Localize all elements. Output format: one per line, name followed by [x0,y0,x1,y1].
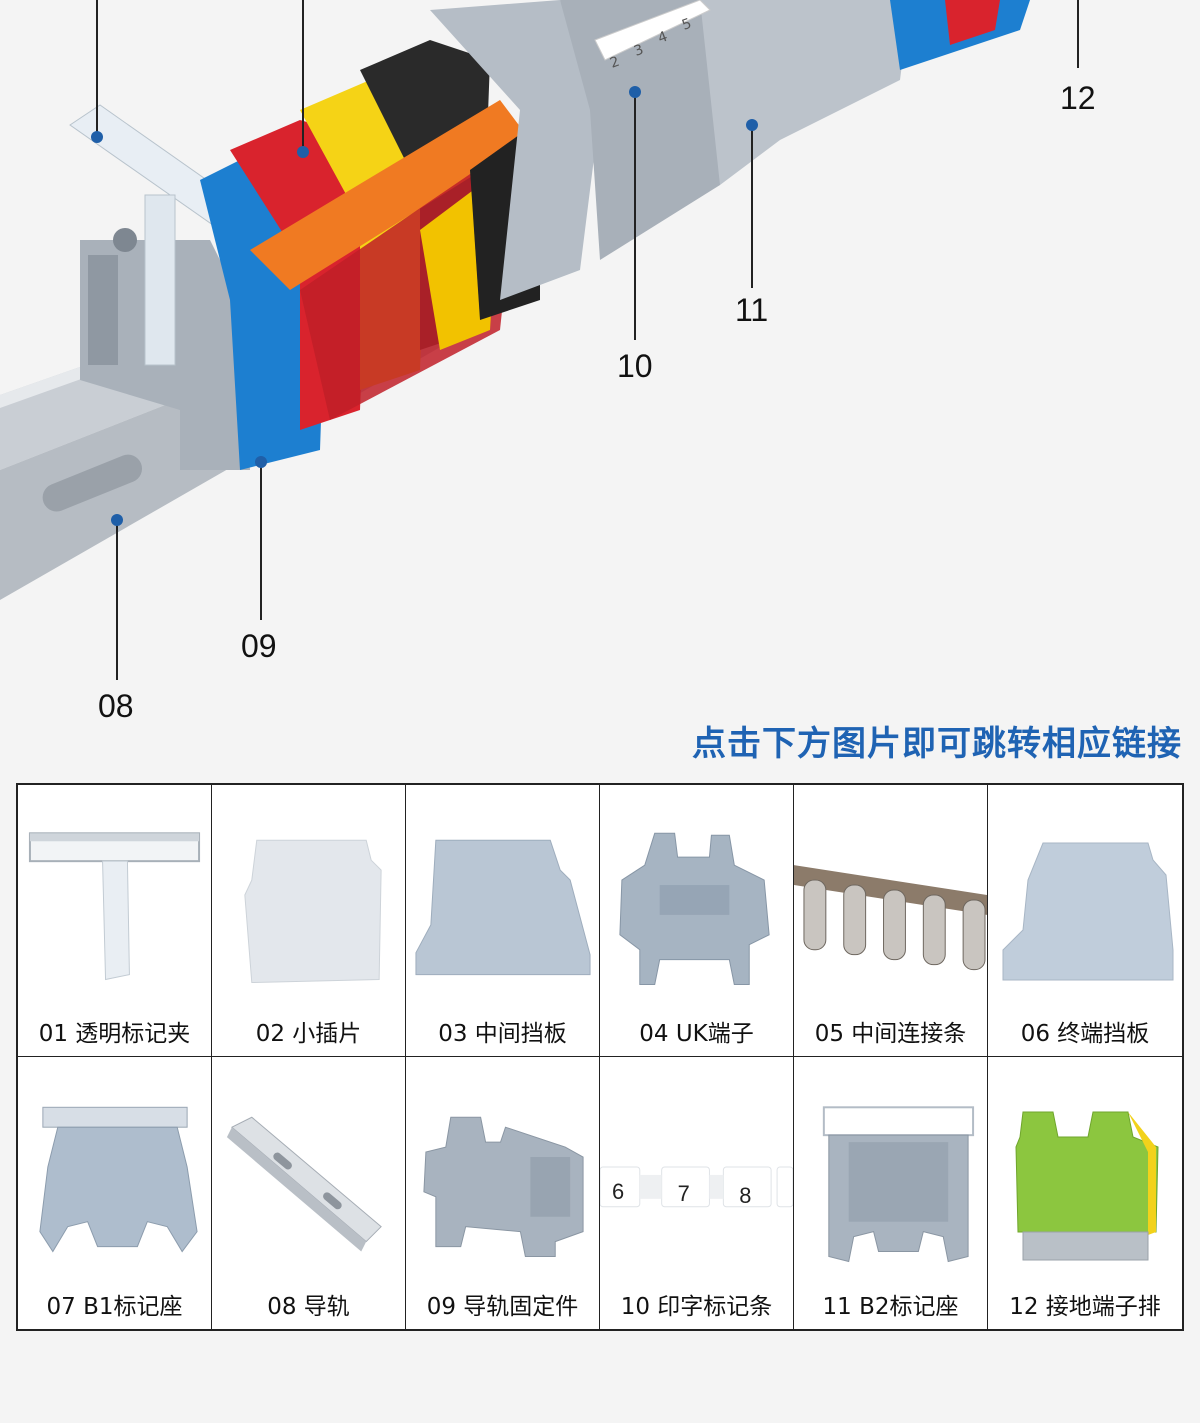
din-rail-image [226,1116,382,1252]
small-insert-plate-image [244,839,382,984]
terminal-assembly-illustration: 2 3 4 5 12 11 10 09 08 [0,0,1096,724]
product-label: 02 小插片 [255,1021,362,1047]
product-label: 11 B2标记座 [822,1294,959,1320]
product-label: 07 B1标记座 [46,1294,183,1320]
product-card-din-rail[interactable]: 08 导轨 [212,1057,406,1329]
gray-terminal-blocks [430,0,1030,300]
callout-label-09: 09 [241,628,277,664]
product-label: 09 导轨固定件 [426,1294,579,1320]
grounding-terminal-block-image [1015,1111,1159,1261]
product-card-b2-marker-holder[interactable]: 11 B2标记座 [794,1057,988,1329]
product-card-transparent-marker-clip[interactable]: 01 透明标记夹 [18,785,212,1057]
product-card-rail-fixing-clamp[interactable]: 09 导轨固定件 [406,1057,600,1329]
product-card-middle-connection-strip[interactable]: 05 中间连接条 [794,785,988,1057]
link-hint-text: 点击下方图片即可跳转相应链接 [692,724,1182,764]
product-label: 05 中间连接条 [814,1021,967,1047]
callout-label-08: 08 [98,688,134,724]
product-grid: 01 透明标记夹 02 小插片 03 中间挡板 04 UK端子 [16,783,1184,1331]
product-label: 08 导轨 [267,1294,350,1320]
terminal-assembly-drawing: 2 3 4 5 [0,0,1079,680]
end-plate-image [1002,842,1174,981]
b2-marker-holder-image [822,1106,975,1263]
product-label: 10 印字标记条 [620,1294,773,1320]
product-card-printed-marker-strip[interactable]: 6 7 8 10 印字标记条 [600,1057,794,1329]
callout-lines [96,0,1079,680]
product-label: 06 终端挡板 [1020,1021,1150,1047]
marker-number: 7 [678,1181,690,1206]
printed-marker-strip-image: 6 7 8 [600,1166,793,1208]
marker-number: 8 [739,1183,751,1208]
product-card-small-insert-plate[interactable]: 02 小插片 [212,785,406,1057]
product-card-middle-partition-plate[interactable]: 03 中间挡板 [406,785,600,1057]
marker-number: 6 [612,1179,624,1204]
product-label: 01 透明标记夹 [38,1021,191,1047]
callout-label-11: 11 [735,292,769,328]
product-card-grounding-terminal-block[interactable]: 12 接地端子排 [988,1057,1182,1329]
product-card-uk-terminal[interactable]: 04 UK端子 [600,785,794,1057]
product-label: 04 UK端子 [639,1021,754,1047]
product-label: 03 中间挡板 [438,1021,567,1047]
b1-marker-holder-image [39,1106,198,1253]
product-card-b1-marker-holder[interactable]: 07 B1标记座 [18,1057,212,1329]
callout-label-12: 12 [1060,80,1096,116]
colored-terminal-blocks [200,40,540,470]
product-card-end-plate[interactable]: 06 终端挡板 [988,785,1182,1057]
callout-dots [91,86,758,526]
callout-label-10: 10 [617,348,653,384]
product-label: 12 接地端子排 [1009,1294,1161,1320]
middle-partition-plate-image [415,839,591,976]
uk-terminal-image [619,832,770,986]
transparent-marker-clip-image [28,832,201,981]
rail-fixing-clamp-image [423,1116,584,1258]
middle-connection-strip-image [794,865,987,971]
